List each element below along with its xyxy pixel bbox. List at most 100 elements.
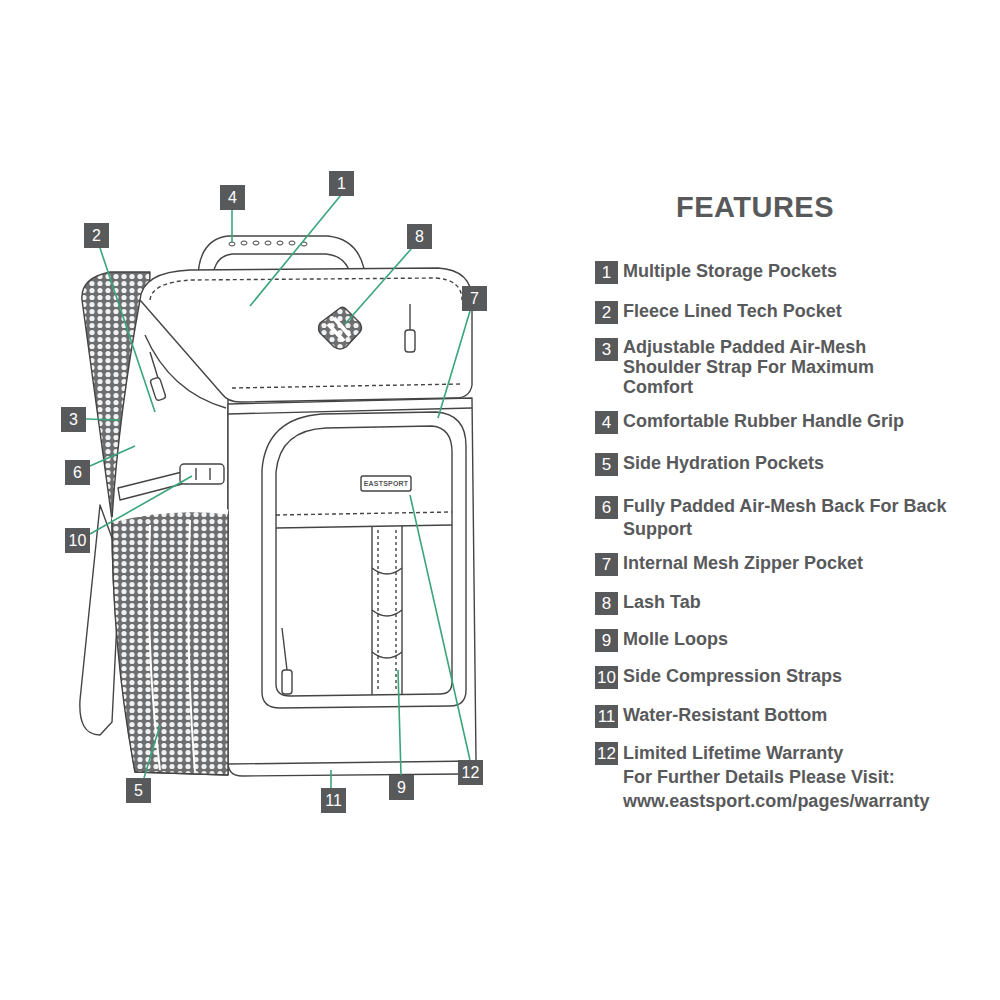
pocket-pleat	[149, 520, 195, 772]
callout-box: 3	[61, 407, 86, 432]
grip-hole	[253, 241, 259, 245]
features-title: FEATURES	[600, 191, 910, 224]
leader-line	[90, 446, 135, 466]
callout-number: 12	[461, 760, 480, 785]
feature-text-column: Limited Lifetime WarrantyFor Further Det…	[623, 742, 983, 813]
feature-text: Side Compression Straps	[623, 665, 998, 688]
zipper-pull	[150, 377, 166, 401]
feature-text: Side Hydration Pockets	[623, 452, 998, 475]
callout-number: 8	[410, 224, 429, 249]
compression-strap	[118, 472, 182, 500]
callout-number: 1	[332, 171, 351, 196]
feature-text: Fleece Lined Tech Pocket	[623, 300, 998, 323]
feature-text: Molle Loops	[623, 628, 998, 651]
feature-row: 12Limited Lifetime WarrantyFor Further D…	[595, 742, 983, 813]
callout-box: 6	[65, 460, 90, 485]
callout-box: 10	[65, 528, 90, 553]
grip-hole	[229, 242, 235, 246]
leader-line	[345, 248, 412, 324]
zipper-cord	[409, 304, 410, 330]
callout-number: 9	[392, 775, 411, 800]
leader-lines	[86, 195, 470, 788]
leader-line	[398, 670, 401, 775]
feature-number: 10	[595, 666, 618, 689]
callout-number: 7	[465, 286, 484, 311]
callout-box: 7	[462, 286, 487, 311]
feature-text: Limited Lifetime Warranty	[623, 741, 983, 765]
feature-number: 5	[595, 453, 618, 476]
feature-text-column: Internal Mesh Zipper Pocket	[623, 553, 998, 575]
feature-text: For Further Details Please Visit: www.ea…	[623, 765, 983, 813]
feature-row: 4Comfortable Rubber Handle Grip	[595, 411, 998, 434]
zipper-pull	[405, 330, 415, 352]
feature-text-column: Water-Resistant Bottom	[623, 705, 998, 727]
feature-row: 2Fleece Lined Tech Pocket	[595, 301, 998, 324]
molle-loop	[372, 568, 402, 658]
feature-text: Lash Tab	[623, 591, 998, 614]
pocket-seam	[276, 525, 452, 528]
feature-row: 11Water-Resistant Bottom	[595, 705, 998, 728]
leader-line	[100, 248, 155, 412]
feature-number: 8	[595, 592, 618, 615]
callout-box: 12	[458, 760, 483, 785]
buckle-slot	[196, 468, 210, 480]
feature-text-column: Multiple Storage Pockets	[623, 261, 998, 283]
feature-text-column: Molle Loops	[623, 629, 998, 651]
brand-label: EASTSPORT	[361, 478, 411, 489]
feature-text-column: Fully Padded Air-Mesh Back For Back Supp…	[623, 496, 953, 541]
feature-number: 7	[595, 553, 618, 576]
buckle	[180, 464, 224, 484]
pocket-zipper-track	[262, 412, 466, 708]
callout-number: 10	[68, 528, 87, 553]
callout-box: 5	[126, 778, 151, 803]
feature-text-column: Adjustable Padded Air-Mesh Shoulder Stra…	[623, 338, 923, 397]
leader-line	[231, 210, 233, 242]
feature-text-column: Comfortable Rubber Handle Grip	[623, 411, 998, 433]
feature-text-column: Fleece Lined Tech Pocket	[623, 301, 998, 323]
grip-hole	[265, 241, 271, 245]
handle-grip	[229, 241, 307, 246]
feature-text: Comfortable Rubber Handle Grip	[623, 410, 998, 433]
feature-number: 6	[595, 496, 618, 519]
feature-number: 11	[595, 705, 618, 728]
water-resistant-bottom	[228, 761, 476, 764]
callout-box: 9	[389, 775, 414, 800]
feature-number: 4	[595, 411, 618, 434]
callout-box: 11	[321, 788, 346, 813]
molle-stitch	[378, 530, 396, 692]
feature-number: 9	[595, 629, 618, 652]
leader-line	[90, 476, 192, 534]
pocket-stitch	[276, 512, 452, 515]
feature-row: 1Multiple Storage Pockets	[595, 261, 998, 284]
callout-number: 6	[68, 460, 87, 485]
callout-box: 8	[407, 224, 432, 249]
feature-number: 12	[595, 742, 618, 765]
callout-box: 2	[84, 223, 109, 248]
feature-number: 3	[595, 338, 618, 361]
side-hydration-pocket	[112, 510, 228, 775]
feature-number: 1	[595, 261, 618, 284]
leader-line	[144, 725, 160, 778]
feature-text-column: Side Compression Straps	[623, 666, 998, 688]
zipper-cord	[282, 628, 287, 670]
feature-number: 2	[595, 301, 618, 324]
lid-stitch	[232, 384, 462, 388]
leader-line	[86, 419, 120, 420]
feature-row: 8Lash Tab	[595, 592, 998, 615]
feature-text: Multiple Storage Pockets	[623, 260, 998, 283]
feature-text-column: Lash Tab	[623, 592, 998, 614]
callout-box: 1	[329, 171, 354, 196]
front-body	[228, 398, 476, 776]
feature-row: 7Internal Mesh Zipper Pocket	[595, 553, 998, 576]
feature-row: 10Side Compression Straps	[595, 666, 998, 689]
lid-stitch	[150, 278, 462, 300]
callout-number: 3	[64, 407, 83, 432]
grip-hole	[241, 241, 247, 245]
side-zipper	[145, 335, 226, 408]
zipper-pull	[282, 670, 292, 694]
leader-line	[438, 311, 470, 418]
grip-hole	[277, 241, 283, 245]
callout-number: 11	[324, 788, 343, 813]
